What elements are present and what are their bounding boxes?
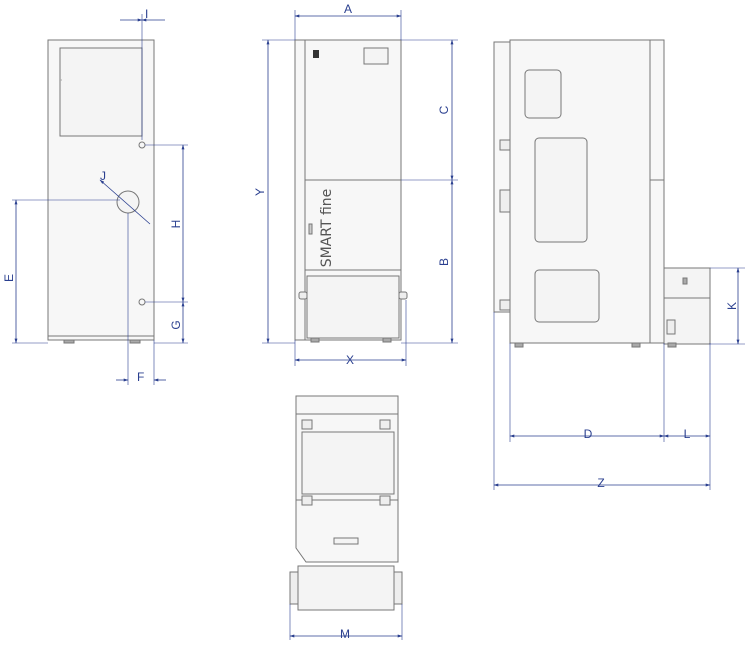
top-drawer: [297, 565, 395, 611]
label-m: M: [340, 627, 350, 641]
right-dimensions: [493, 267, 745, 490]
label-h: H: [169, 220, 183, 229]
label-g: G: [169, 320, 183, 329]
label-c: C: [437, 105, 451, 114]
right-side-view: [493, 39, 711, 348]
top-glass-panel: [301, 431, 395, 495]
label-f: F: [137, 370, 144, 384]
top-view: [289, 395, 403, 611]
left-dimensions: [12, 14, 188, 385]
front-drawer: [306, 275, 400, 339]
right-window-middle: [534, 137, 588, 243]
label-b: B: [437, 258, 451, 266]
label-a: A: [344, 2, 352, 16]
top-rear-strip: [295, 395, 399, 415]
front-handle: [308, 223, 313, 235]
label-i: I: [145, 7, 148, 21]
front-dimensions: [262, 10, 458, 366]
front-view: [294, 39, 408, 343]
right-back: [649, 39, 665, 344]
label-x: X: [346, 353, 354, 367]
front-model-label: SMART fine: [319, 189, 335, 268]
label-z: Z: [597, 476, 604, 490]
left-panel: [59, 47, 143, 137]
label-j: J: [100, 169, 106, 183]
label-y: Y: [253, 188, 267, 196]
top-display-slot: [333, 537, 359, 545]
top-dimensions: [289, 604, 403, 640]
label-l: L: [684, 427, 691, 441]
right-window-top: [524, 69, 562, 119]
left-side-view: [47, 39, 155, 344]
front-display: [363, 47, 389, 65]
right-window-bottom: [534, 269, 600, 323]
label-k: K: [725, 302, 739, 310]
label-d: D: [584, 427, 593, 441]
left-flue-hole: [116, 190, 140, 214]
front-logo-box: [313, 50, 319, 58]
label-e: E: [2, 274, 16, 282]
